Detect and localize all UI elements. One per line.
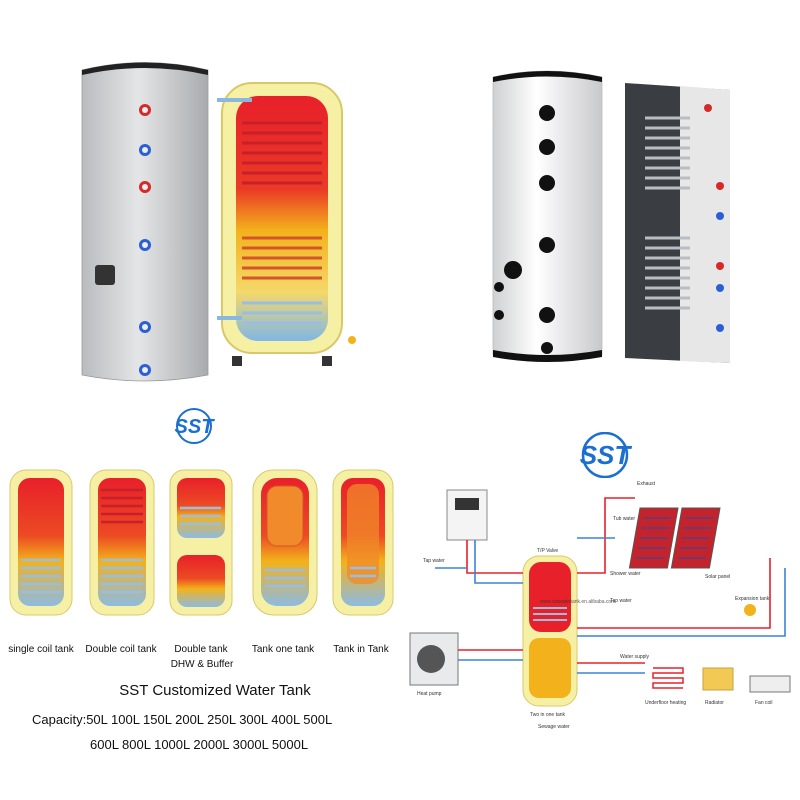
tank-label-double-coil: Double coil tank [85, 644, 157, 655]
capacity-line-2: 600L 800L 1000L 2000L 3000L 5000L [90, 737, 309, 752]
tank-double-coil [89, 469, 155, 616]
tank-double-dhw-buffer [169, 469, 233, 616]
label-water-supply: Water supply [620, 654, 649, 660]
label-tub-water: Tub water [613, 516, 635, 522]
label-underfloor-heating: Underfloor heating [645, 700, 686, 706]
tank-single-coil [9, 469, 73, 616]
sst-logo-right: SST [580, 432, 633, 478]
watermark-url: www.sstwatertank.en.alibaba.com [540, 599, 615, 605]
coil-tank-cutaway [217, 82, 356, 366]
white-tank-cutaway [625, 83, 730, 363]
capacity-line-1: Capacity:50L 100L 150L 200L 250L 300L 40… [32, 712, 333, 727]
label-shower-water: Shower water [610, 571, 641, 577]
label-tap-water-mid: Tap water [610, 598, 632, 604]
white-tank-photo [492, 70, 603, 362]
label-expansion-tank: Expansion tank [735, 596, 770, 602]
label-heat-pump: Heat pump [417, 691, 442, 697]
logo-text: SST [580, 440, 633, 470]
label-solar-panel: Solar panel [705, 574, 730, 580]
tank-in-tank [332, 469, 394, 616]
label-tp-valve: T/P Valve [537, 548, 558, 554]
label-fan-coil: Fan coil [755, 700, 773, 706]
tank-label-in-tank: Tank in Tank [333, 644, 389, 655]
grey-tank-photo [81, 62, 209, 382]
tank-label-double: Double tank [174, 644, 228, 655]
heating-system-diagram: Exhaust T/P Valve Tub water Shower water… [405, 478, 797, 740]
label-sewage-water: Sewage water [538, 724, 570, 730]
tank-one-tank [252, 469, 318, 616]
logo-text: SST [175, 416, 216, 438]
product-title: SST Customized Water Tank [119, 682, 311, 699]
tank-label-one-tank: Tank one tank [251, 644, 315, 655]
tank-types-row [9, 469, 394, 616]
sst-logo-left: SST [175, 408, 216, 444]
tank-label-single: single coil tank [8, 644, 74, 655]
label-exhaust: Exhaust [637, 481, 656, 487]
tank-sublabel-dhw-buffer: DHW & Buffer [170, 659, 234, 670]
label-tap-water-left: Tap water [423, 558, 445, 564]
label-two-in-one-tank: Two in one tank [530, 712, 566, 718]
label-radiator: Radiator [705, 700, 724, 706]
